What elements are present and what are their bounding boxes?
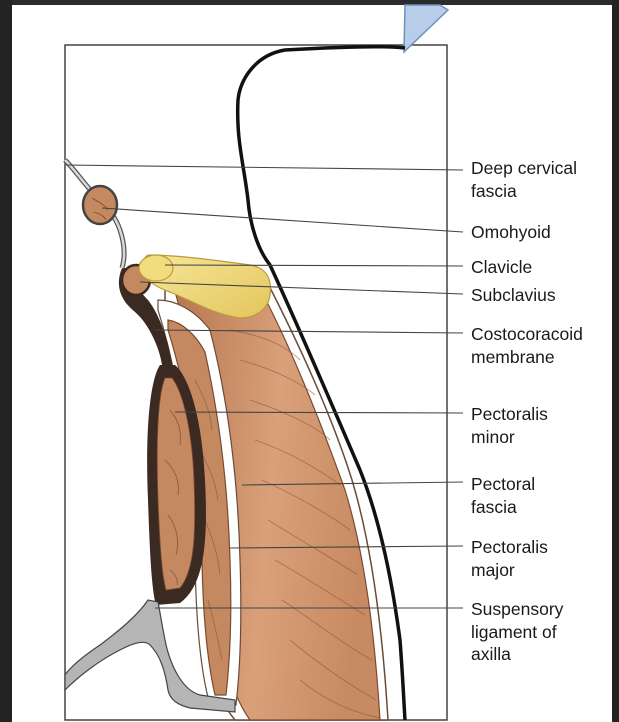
label-omohyoid: Omohyoid — [471, 221, 551, 244]
omohyoid-shape — [83, 186, 117, 224]
label-clavicle: Clavicle — [471, 256, 532, 279]
label-costocoracoid-membrane: Costocoracoid membrane — [471, 323, 583, 368]
leader-deep-cervical-fascia — [66, 165, 463, 170]
label-pectoralis-minor: Pectoralis minor — [471, 403, 548, 448]
label-suspensory-ligament: Suspensory ligament of axilla — [471, 598, 563, 666]
label-pectoralis-major: Pectoralis major — [471, 536, 548, 581]
leader-omohyoid — [102, 208, 463, 232]
label-deep-cervical-fascia: Deep cervical fascia — [471, 157, 577, 202]
label-subclavius: Subclavius — [471, 284, 556, 307]
clavicle-section — [139, 255, 173, 281]
label-pectoral-fascia: Pectoral fascia — [471, 473, 535, 518]
